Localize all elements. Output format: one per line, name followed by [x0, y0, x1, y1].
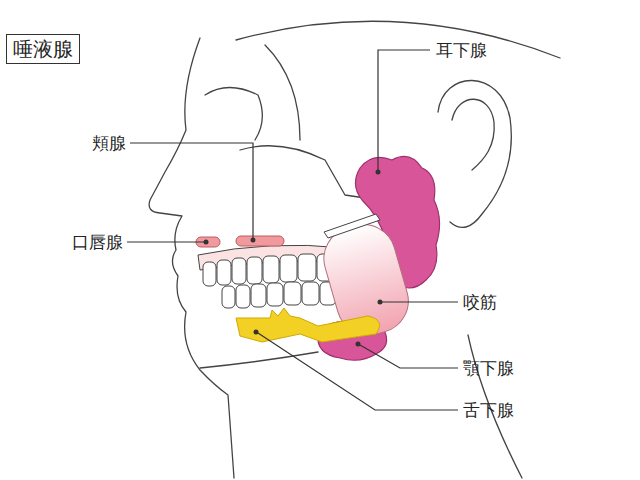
title-box: 唾液腺 [6, 34, 80, 64]
part-label: 口唇腺 [72, 232, 123, 252]
part-label: 頬腺 [92, 133, 126, 153]
part-label: 咬筋 [463, 292, 497, 312]
part-label: 顎下腺 [463, 358, 514, 378]
part-label: 耳下腺 [436, 40, 487, 60]
part-label: 舌下腺 [463, 400, 514, 420]
